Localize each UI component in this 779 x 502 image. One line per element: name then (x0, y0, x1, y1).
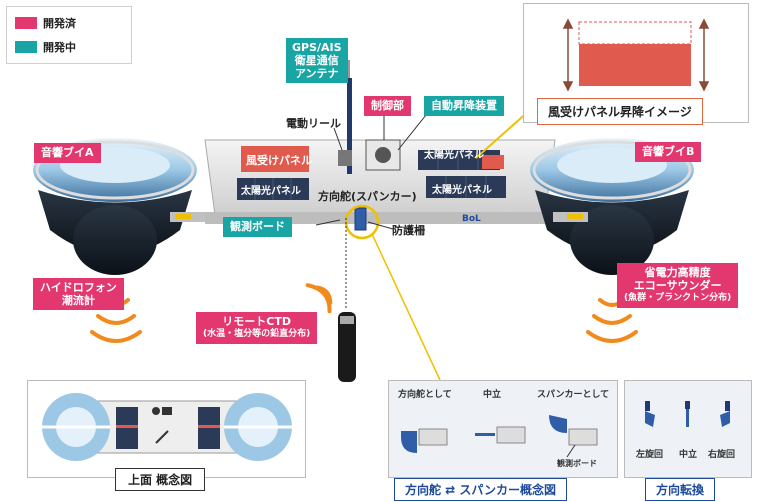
label-neutral-2: 中立 (679, 450, 698, 460)
label-solar-2: 太陽光パネル (424, 150, 484, 161)
direction-caption: 方向転換 (645, 478, 716, 501)
legend-done-swatch (15, 17, 37, 29)
top-view-graphic (42, 393, 292, 461)
label-echo-line2: エコーサウンダー (633, 279, 722, 292)
label-solar-3: 太陽光パネル (432, 185, 492, 196)
rudder-concept-graphic (401, 415, 598, 458)
logo: BoL (462, 214, 481, 224)
label-solar-1: 太陽光パネル (241, 186, 301, 197)
reel (338, 150, 352, 166)
label-neutral-1: 中立 (483, 390, 502, 400)
label-auto-lift: 自動昇降装置 (424, 96, 504, 116)
label-board-2: 観測ボード (557, 459, 597, 468)
direction-panel (624, 380, 752, 478)
lift-image-caption: 風受けパネル昇降イメージ (537, 98, 703, 125)
wind-panel-right (482, 155, 504, 169)
label-reel: 電動リール (286, 117, 341, 130)
label-echo: 省電力高精度 エコーサウンダー (魚群・プランクトン分布) (617, 263, 739, 308)
legend-dev: 開発中 (15, 39, 76, 55)
label-gps: GPS/AIS 衛星通信 アンテナ (286, 38, 348, 83)
label-wind-panel: 風受けパネル (246, 154, 312, 167)
buoy-b (530, 138, 694, 275)
label-left-turn: 左旋回 (636, 450, 664, 460)
label-buoy-a: 音響ブイA (34, 143, 101, 163)
sonar-waves (90, 283, 638, 343)
label-ctd: リモートCTD (水温・塩分等の鉛直分布) (196, 312, 318, 344)
legend-dev-swatch (15, 41, 37, 53)
label-gps-line1: GPS/AIS (292, 41, 342, 54)
deck-underside (205, 212, 555, 224)
label-rudder: 方向舵(スパンカー) (318, 190, 417, 203)
rudder-concept-panel (388, 380, 618, 478)
rudder-plate (354, 207, 367, 231)
label-hydrophone-line2: 潮流計 (61, 294, 95, 307)
label-gps-line2: 衛星通信 (294, 54, 339, 67)
legend-done-label: 開発済 (43, 17, 76, 30)
label-board: 観測ボード (223, 217, 292, 237)
direction-graphic (645, 401, 730, 427)
legend-done: 開発済 (15, 15, 76, 31)
label-right-turn: 右旋回 (708, 450, 736, 460)
label-gps-line3: アンテナ (295, 67, 339, 80)
label-ctd-line2: (水温・塩分等の鉛直分布) (203, 329, 311, 339)
label-guard: 防護柵 (392, 224, 425, 237)
label-buoy-b: 音響ブイB (635, 142, 702, 162)
label-as-spanker: スパンカーとして (537, 390, 610, 400)
ctd-body (338, 312, 356, 382)
label-hydrophone: ハイドロフォン 潮流計 (33, 278, 124, 310)
top-view-caption: 上面 概念図 (115, 468, 206, 491)
top-view-panel (27, 380, 306, 478)
label-ctd-line1: リモートCTD (222, 315, 291, 328)
antenna-mast (347, 78, 352, 174)
label-echo-line1: 省電力高精度 (644, 266, 711, 279)
label-control: 制御部 (364, 96, 411, 116)
wind-panel-left (241, 146, 309, 172)
label-as-rudder: 方向舵として (398, 390, 452, 400)
lift-image-graphic (562, 18, 710, 92)
rudder-concept-caption: 方向舵 ⇄ スパンカー概念図 (394, 478, 568, 501)
label-echo-line3: (魚群・プランクトン分布) (624, 293, 732, 303)
legend-dev-label: 開発中 (43, 41, 76, 54)
label-hydrophone-line1: ハイドロフォン (40, 281, 117, 294)
solar-panel-group (237, 150, 506, 200)
legend: 開発済 開発中 (6, 6, 132, 64)
